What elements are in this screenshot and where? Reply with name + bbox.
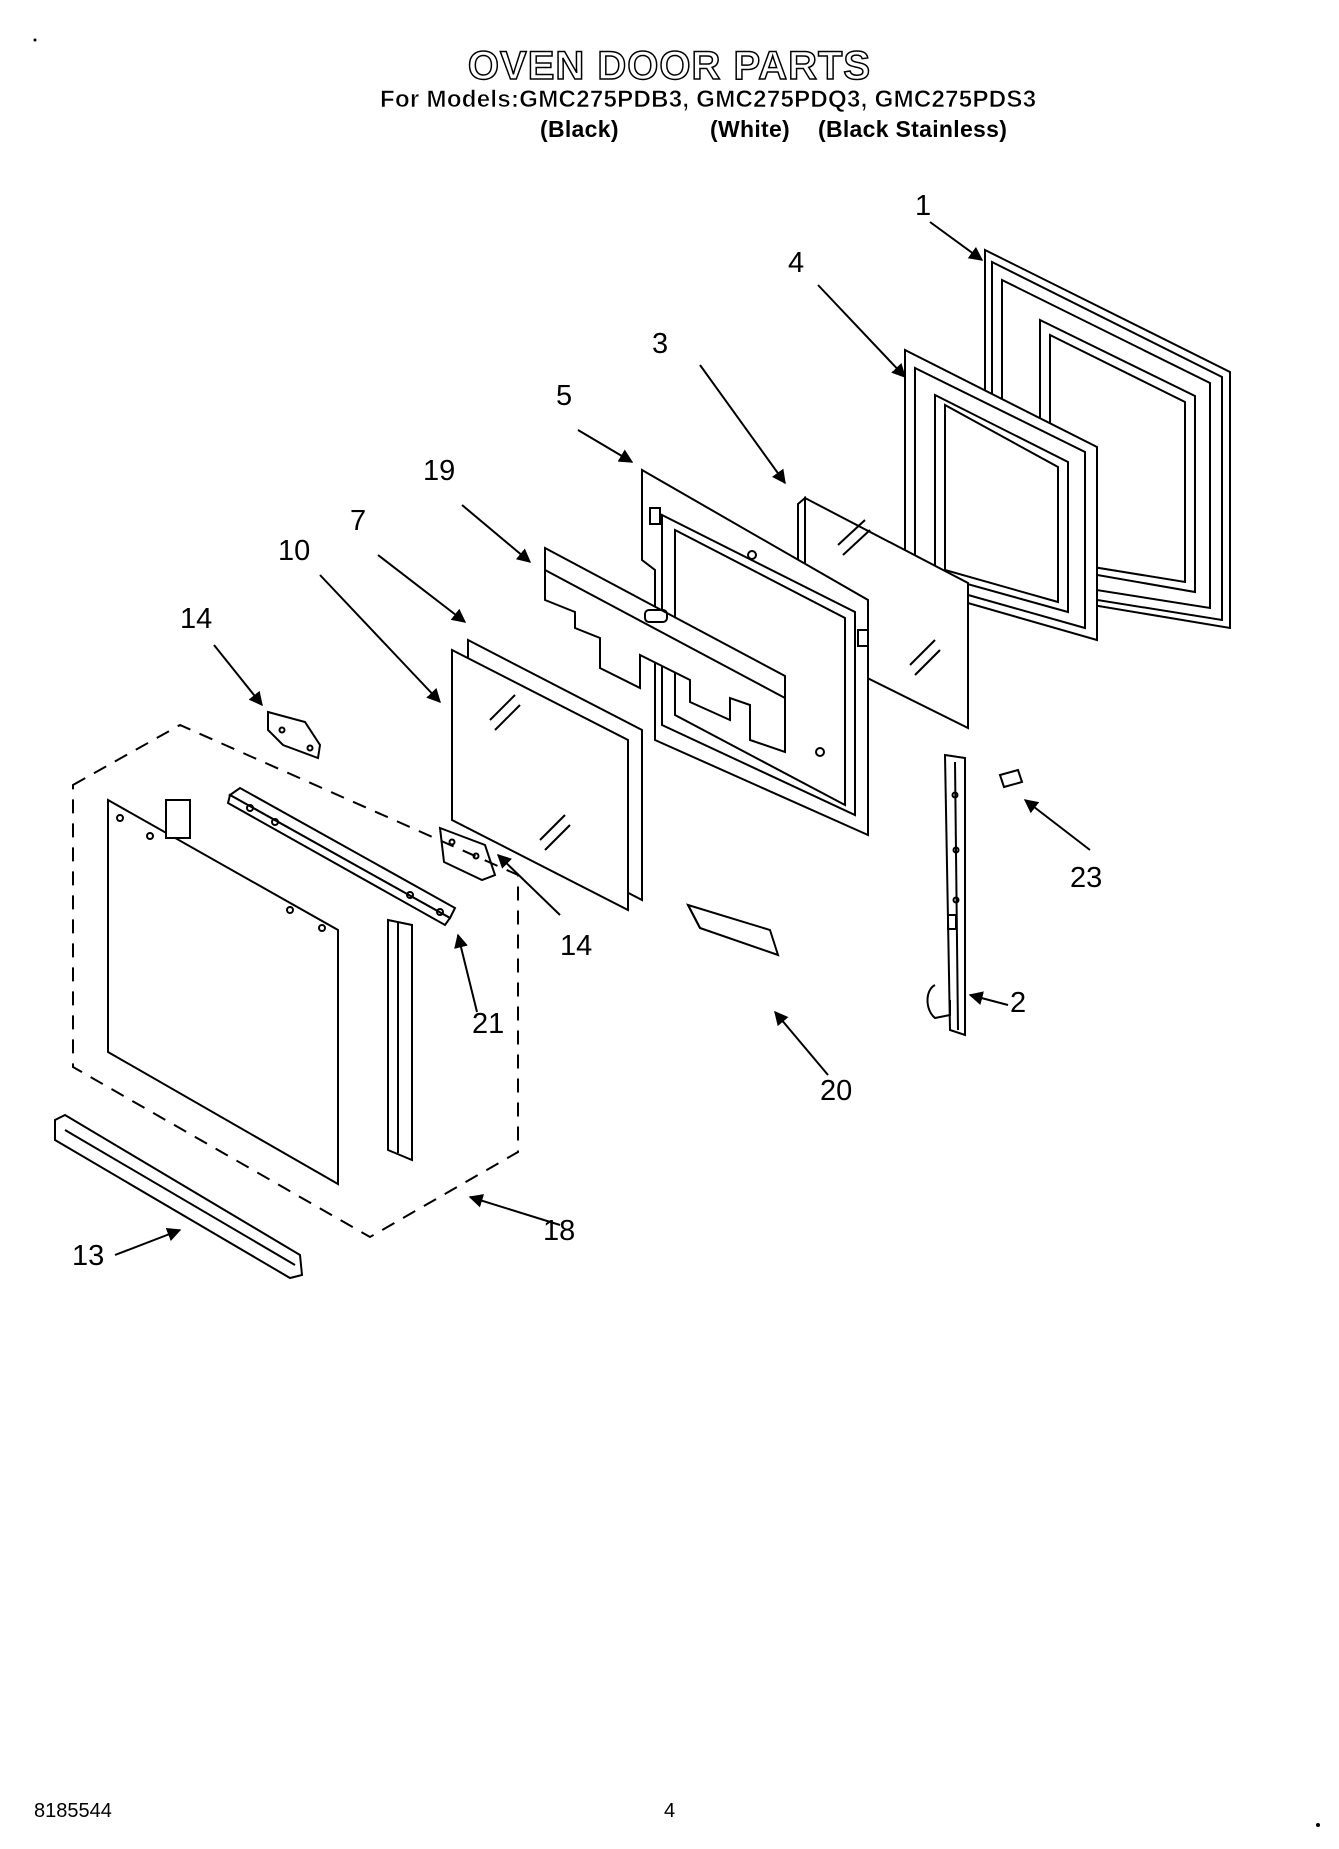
callout-1: 1 bbox=[915, 190, 931, 222]
leader-14-upper bbox=[213, 644, 263, 707]
leader-18 bbox=[468, 1194, 561, 1226]
callout-21: 21 bbox=[472, 1008, 504, 1040]
callout-7: 7 bbox=[350, 505, 366, 537]
callout-23: 23 bbox=[1070, 862, 1102, 894]
variant-white: (White) bbox=[710, 116, 791, 142]
leader-14-lower bbox=[496, 854, 561, 916]
leader-10 bbox=[319, 574, 441, 704]
part-14-lower-bracket bbox=[438, 826, 497, 882]
part-20-strip bbox=[686, 903, 780, 957]
leader-4 bbox=[817, 284, 906, 379]
callout-14-lower: 14 bbox=[560, 930, 592, 962]
leader-21 bbox=[454, 933, 478, 1013]
document-number: 8185544 bbox=[34, 1800, 112, 1822]
leader-3 bbox=[699, 364, 786, 485]
callout-14-upper: 14 bbox=[180, 603, 212, 635]
stray-dot-top bbox=[33, 38, 37, 42]
part-14-upper-bracket bbox=[267, 710, 322, 760]
callout-10: 10 bbox=[278, 535, 310, 567]
callout-5: 5 bbox=[556, 380, 572, 412]
stray-dot-bottom bbox=[1316, 1823, 1320, 1827]
leader-20 bbox=[774, 1010, 829, 1076]
part-21-trim-bar bbox=[226, 786, 457, 927]
page-title: OVEN DOOR PARTS bbox=[467, 43, 872, 89]
leader-1 bbox=[929, 221, 984, 261]
variant-black-stainless: (Black Stainless) bbox=[818, 116, 1008, 142]
callout-13: 13 bbox=[72, 1240, 104, 1272]
callout-20: 20 bbox=[820, 1075, 852, 1107]
part-23-clip bbox=[998, 768, 1024, 789]
leader-7 bbox=[377, 554, 467, 623]
part-18-outer-door-assembly bbox=[72, 723, 519, 1239]
part-19-heat-shield bbox=[544, 546, 786, 754]
callout-4: 4 bbox=[788, 247, 804, 279]
callout-18: 18 bbox=[543, 1215, 575, 1247]
leader-23 bbox=[1023, 799, 1091, 851]
leader-2 bbox=[968, 991, 1009, 1006]
callout-2: 2 bbox=[1010, 987, 1026, 1019]
leader-5 bbox=[577, 429, 634, 463]
part-13-bottom-trim bbox=[54, 1113, 304, 1280]
callout-19: 19 bbox=[423, 455, 455, 487]
leader-13 bbox=[114, 1227, 182, 1256]
page-number: 4 bbox=[664, 1800, 676, 1822]
leader-19 bbox=[461, 504, 532, 563]
models-line: For Models:GMC275PDB3, GMC275PDQ3, GMC27… bbox=[380, 86, 1037, 114]
part-10-outer-glass bbox=[451, 648, 629, 912]
variant-black: (Black) bbox=[540, 116, 619, 142]
callout-3: 3 bbox=[652, 328, 668, 360]
part-2-hinge-channel bbox=[926, 753, 966, 1037]
part-4-door-frame bbox=[904, 348, 1098, 642]
